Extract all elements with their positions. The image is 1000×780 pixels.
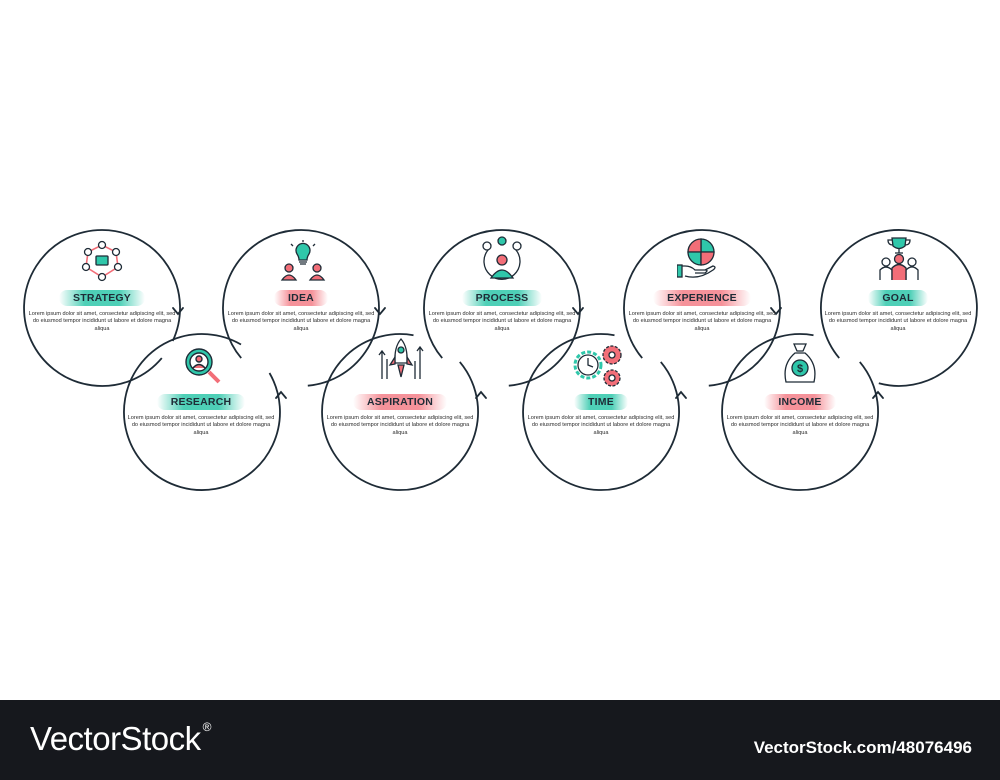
step-research: RESEARCH Lorem ipsum dolor sit amet, con… <box>126 392 276 437</box>
ring-idea <box>222 229 380 387</box>
step-description: Lorem ipsum dolor sit amet, consectetur … <box>628 311 776 332</box>
step-time: TIME Lorem ipsum dolor sit amet, consect… <box>526 392 676 437</box>
person-process-icon <box>482 236 522 280</box>
step-description: Lorem ipsum dolor sit amet, consectetur … <box>227 311 375 332</box>
search-person-icon <box>185 348 221 384</box>
step-description: Lorem ipsum dolor sit amet, consectetur … <box>824 311 972 332</box>
svg-text:$: $ <box>797 363 803 375</box>
ring-experience <box>623 229 781 387</box>
flow-arrow <box>172 307 184 316</box>
step-label: TIME <box>574 394 628 410</box>
watermark-footer: VectorStock® VectorStock.com/48076496 <box>0 700 1000 780</box>
step-goal: GOAL Lorem ipsum dolor sit amet, consect… <box>823 288 973 333</box>
step-description: Lorem ipsum dolor sit amet, consectetur … <box>726 415 874 436</box>
flow-arrow <box>275 390 287 399</box>
clock-gears-icon <box>573 345 622 387</box>
step-experience: EXPERIENCE Lorem ipsum dolor sit amet, c… <box>627 288 777 333</box>
brand-name: VectorStock <box>30 720 201 757</box>
step-label: INCOME <box>764 394 836 410</box>
ring-process <box>423 229 581 387</box>
step-description: Lorem ipsum dolor sit amet, consectetur … <box>326 415 474 436</box>
ring-goal <box>820 229 978 387</box>
flow-arrow <box>374 307 386 316</box>
step-strategy: STRATEGY Lorem ipsum dolor sit amet, con… <box>27 288 177 333</box>
flow-arrow <box>872 390 884 399</box>
trophy-team-icon <box>879 237 919 280</box>
registered-mark: ® <box>202 720 212 734</box>
flow-arrow <box>475 390 487 399</box>
money-bag-icon: $ <box>784 343 816 383</box>
step-idea: IDEA Lorem ipsum dolor sit amet, consect… <box>226 288 376 333</box>
timeline-rings <box>23 229 978 491</box>
step-description: Lorem ipsum dolor sit amet, consectetur … <box>428 311 576 332</box>
step-description: Lorem ipsum dolor sit amet, consectetur … <box>527 415 675 436</box>
flow-arrow <box>770 307 782 316</box>
hand-puzzle-icon <box>677 238 716 278</box>
ring-aspiration <box>321 333 479 491</box>
step-label: RESEARCH <box>156 394 246 410</box>
rocket-icon <box>378 338 424 379</box>
step-label: STRATEGY <box>59 290 145 306</box>
step-aspiration: ASPIRATION Lorem ipsum dolor sit amet, c… <box>325 392 475 437</box>
step-description: Lorem ipsum dolor sit amet, consectetur … <box>28 311 176 332</box>
brand-logo: VectorStock® <box>30 720 211 758</box>
flow-arrow <box>675 390 687 399</box>
step-process: PROCESS Lorem ipsum dolor sit amet, cons… <box>427 288 577 333</box>
ring-strategy <box>23 229 181 387</box>
flow-arrow <box>572 307 584 316</box>
step-label: EXPERIENCE <box>653 290 751 306</box>
step-description: Lorem ipsum dolor sit amet, consectetur … <box>127 415 275 436</box>
infographic: STRATEGY Lorem ipsum dolor sit amet, con… <box>23 229 978 491</box>
lightbulb-team-icon <box>280 240 326 281</box>
ring-time <box>522 333 680 491</box>
step-label: IDEA <box>274 290 328 306</box>
step-label: PROCESS <box>461 290 543 306</box>
ring-income <box>721 333 879 491</box>
step-label: GOAL <box>868 290 928 306</box>
step-income: INCOME Lorem ipsum dolor sit amet, conse… <box>725 392 875 437</box>
step-label: ASPIRATION <box>353 394 447 410</box>
image-credit: VectorStock.com/48076496 <box>753 738 972 757</box>
ring-research <box>123 333 281 491</box>
team-network-icon <box>81 240 123 282</box>
